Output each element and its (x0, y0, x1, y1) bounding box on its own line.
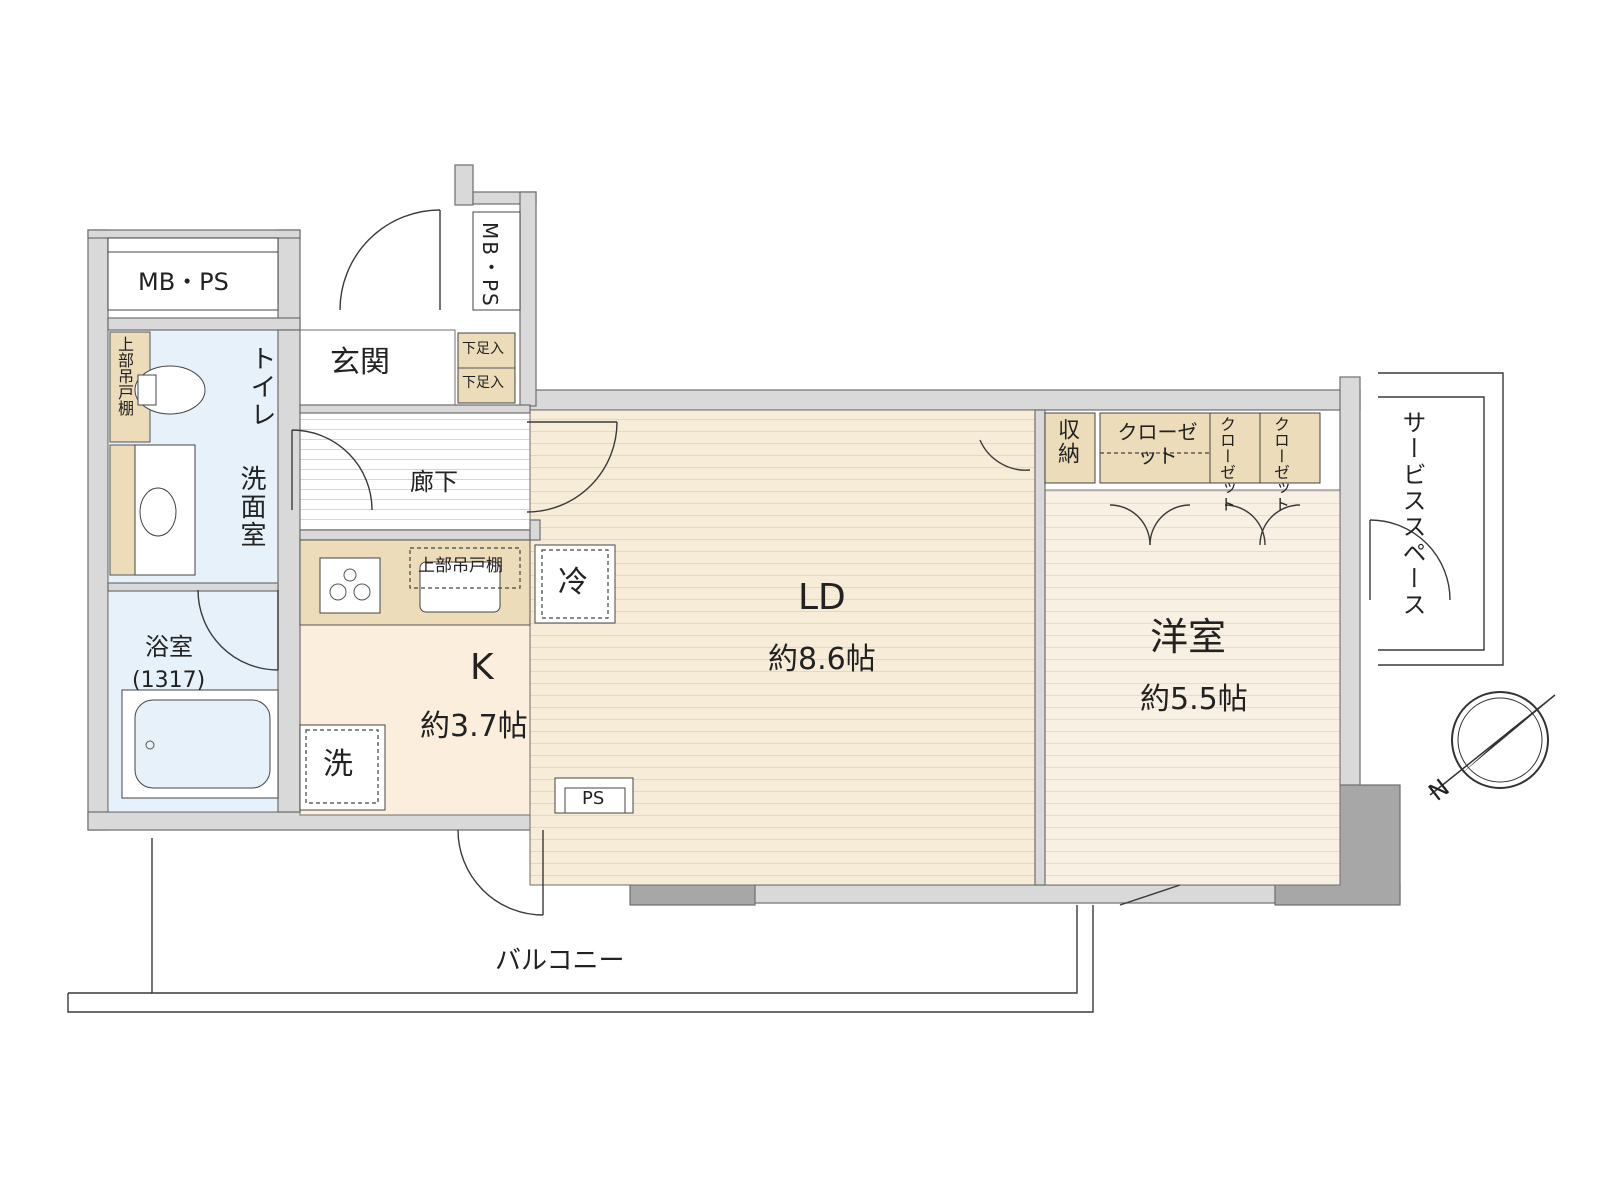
mb-ps-left-label: MB・PS (138, 268, 229, 296)
hallway-label: 廊下 (410, 468, 458, 496)
ps-label: PS (582, 788, 605, 809)
compass-rose (1429, 691, 1556, 796)
entrance-floor (299, 329, 456, 411)
ld-size: 約8.6帖 (768, 642, 876, 677)
service-space-outline (1378, 372, 1504, 666)
mb-ps-top-box (472, 211, 521, 311)
closet-main-label: クローゼット (1117, 420, 1198, 468)
toilet-upper-shelf-label: 上部吊戸棚 (115, 336, 134, 416)
western-floor (1042, 489, 1341, 886)
exterior-walls (87, 164, 1401, 904)
toilet-label: トイレ (246, 345, 276, 429)
fridge-space (534, 544, 616, 624)
bathroom-size: (1317) (132, 668, 206, 693)
washer-space (299, 724, 386, 811)
fridge-label: 冷 (558, 565, 588, 600)
washroom-label: 洗面室 (236, 465, 266, 549)
mb-ps-top-label: MB・PS (478, 222, 502, 308)
closets (1044, 412, 1321, 484)
balcony-label: バルコニー (495, 946, 625, 976)
entrance-label: 玄関 (330, 345, 390, 380)
western-room-size: 約5.5帖 (1140, 682, 1248, 717)
k-size: 約3.7帖 (420, 709, 528, 744)
balcony-area (67, 838, 1094, 1013)
closet-b-label: クローゼット (1271, 416, 1290, 512)
kitchen-counter (299, 539, 531, 626)
k-name: K (470, 647, 494, 688)
interior-walls (107, 317, 1046, 886)
bathtub-fixture (121, 689, 279, 799)
washer-label: 洗 (323, 747, 353, 782)
hallway-floor (299, 409, 531, 531)
door-swings (197, 209, 1451, 916)
closet-a-label: クローゼット (1217, 416, 1236, 512)
shoe-box-label-2: 下足入 (462, 375, 504, 391)
storage-label: 収納 (1054, 418, 1079, 466)
toilet-fixture (109, 331, 206, 576)
western-room-name: 洋室 (1150, 615, 1227, 659)
ld-name: LD (798, 577, 846, 618)
service-space-label: サービススペース (1398, 410, 1426, 618)
shoe-box-label-1: 下足入 (462, 341, 504, 357)
bathroom-label: 浴室 (145, 633, 193, 661)
kitchen-upper-shelf-label: 上部吊戸棚 (418, 556, 503, 576)
